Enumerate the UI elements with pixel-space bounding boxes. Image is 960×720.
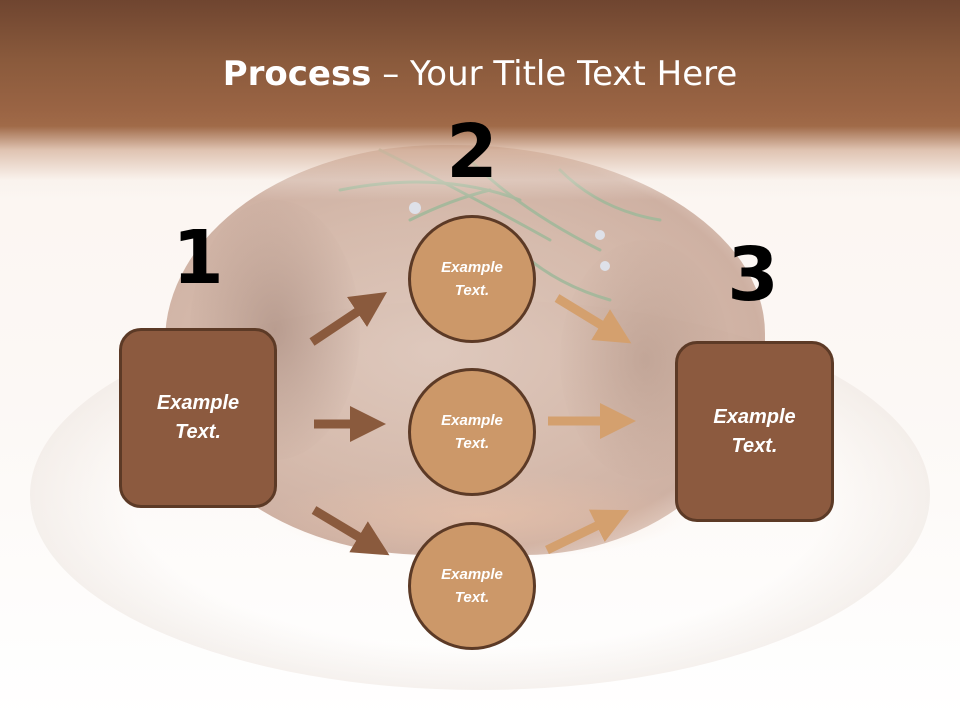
step-number-1: 1 <box>172 215 224 301</box>
step-3-text: Example Text. <box>713 405 796 457</box>
arrow-right-top <box>554 294 632 344</box>
step-2-circle-middle[interactable]: Example Text. <box>408 368 536 496</box>
header-band <box>0 0 960 200</box>
arrow-left-bottom <box>311 506 390 556</box>
step-2-circle-bottom[interactable]: Example Text. <box>408 522 536 650</box>
step-number-2: 2 <box>446 109 498 195</box>
step-number-3: 3 <box>727 232 779 318</box>
step-2-circle-top[interactable]: Example Text. <box>408 215 536 343</box>
step-3-box[interactable]: Example Text. <box>675 341 834 522</box>
step-1-box[interactable]: Example Text. <box>119 328 277 508</box>
title-rest: – Your Title Text Here <box>371 54 738 94</box>
arrow-right-bottom <box>545 509 630 555</box>
circle-middle-text: Example Text. <box>441 412 503 452</box>
step-1-text: Example Text. <box>156 392 240 443</box>
title-bold: Process <box>222 54 372 94</box>
slide-title: Process – Your Title Text Here <box>0 52 960 96</box>
circle-bottom-text: Example Text. <box>441 566 503 606</box>
arrow-left-top <box>309 292 387 346</box>
circle-top-text: Example Text. <box>441 259 503 299</box>
